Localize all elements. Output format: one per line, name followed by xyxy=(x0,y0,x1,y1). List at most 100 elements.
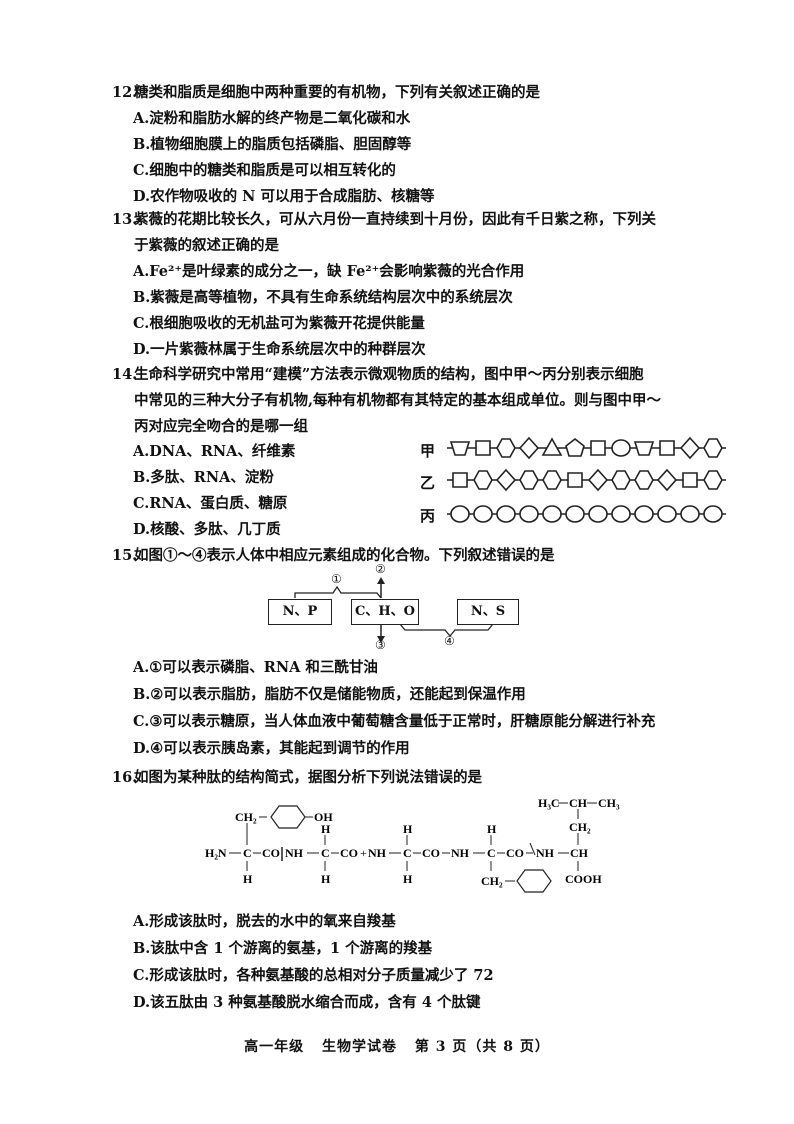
circle-icon xyxy=(496,505,516,523)
square-icon xyxy=(590,440,606,456)
hexagon-icon xyxy=(634,470,654,490)
marker-3: ③ xyxy=(375,638,386,652)
chain-label-bing: 丙 xyxy=(420,507,436,525)
hexagon-icon xyxy=(703,438,723,458)
question-stem: 14.生命科学研究中常用“建模”方法表示微观物质的结构，图中甲～丙分别表示细胞 xyxy=(112,362,732,388)
svg-text:H₃C: H₃C xyxy=(538,796,560,810)
question-number: 14. xyxy=(112,366,138,383)
question-13: 13.紫薇的花期比较长久，可从六月份一直持续到十月份，因此有千日紫之称，下列关 … xyxy=(112,207,732,259)
diamond-icon xyxy=(587,468,609,492)
question-16: 16.如图为某种肽的结构简式，据图分析下列说法错误的是 xyxy=(112,765,732,791)
hexagon-icon xyxy=(519,470,539,490)
question-text: 如图为某种肽的结构简式，据图分析下列说法错误的是 xyxy=(134,769,482,786)
question-text-cont: 丙对应完全吻合的是哪一组 xyxy=(134,418,308,435)
option-b: B.该肽中含 1 个游离的氨基，1 个游离的羧基 xyxy=(133,940,433,957)
circle-icon xyxy=(588,505,608,523)
circle-icon xyxy=(680,505,700,523)
question-text-cont: 于紫薇的叙述正确的是 xyxy=(134,237,279,254)
footer-grade: 高一年级 xyxy=(244,1039,305,1055)
question-number: 13. xyxy=(112,211,138,228)
question-number: 15. xyxy=(112,547,138,564)
element-box-np: N、P xyxy=(268,599,332,625)
circle-icon xyxy=(611,505,631,523)
trapezoid-icon xyxy=(449,441,471,456)
svg-text:CO: CO xyxy=(506,846,524,860)
circle-icon xyxy=(473,505,493,523)
option-b: B.植物细胞膜上的脂质包括磷脂、胆固醇等 xyxy=(133,136,412,153)
option-b: B.紫薇是高等植物，不具有生命系统结构层次中的系统层次 xyxy=(133,289,513,306)
svg-text:H: H xyxy=(403,822,413,836)
marker-1: ① xyxy=(331,572,342,586)
hexagon-icon xyxy=(473,470,493,490)
element-box-ns: N、S xyxy=(457,599,519,625)
option-c: C.RNA、蛋白质、糖原 xyxy=(133,495,288,512)
svg-text:CO: CO xyxy=(262,846,280,860)
svg-text:OH: OH xyxy=(314,810,333,824)
option-a: A.DNA、RNA、纤维素 xyxy=(133,443,296,460)
svg-text:C: C xyxy=(403,846,412,860)
option-c: C.根细胞吸收的无机盐可为紫薇开花提供能量 xyxy=(133,315,425,332)
hexagon-icon xyxy=(703,470,723,490)
square-icon xyxy=(659,440,675,456)
option-a: A.淀粉和脂肪水解的终产物是二氧化碳和水 xyxy=(133,110,411,127)
question-text-cont: 中常见的三种大分子有机物,每种有机物都有其特定的基本组成单位。则与图中甲～ xyxy=(134,392,662,409)
question-12: 12.糖类和脂质是细胞中两种重要的有机物，下列有关叙述正确的是 xyxy=(112,80,732,106)
circle-icon xyxy=(450,505,470,523)
question-stem: 15.如图①～④表示人体中相应元素组成的化合物。下列叙述错误的是 xyxy=(112,543,732,569)
question-number: 16. xyxy=(112,769,138,786)
svg-text:CO: CO xyxy=(422,846,440,860)
element-box-cho: C、H、O xyxy=(351,599,419,625)
monomer-chains-diagram xyxy=(447,436,726,523)
circle-icon xyxy=(634,505,654,523)
circle-icon xyxy=(565,505,585,523)
diamond-icon xyxy=(656,468,678,492)
chain-label-yi: 乙 xyxy=(420,474,436,492)
question-stem: 12.糖类和脂质是细胞中两种重要的有机物，下列有关叙述正确的是 xyxy=(112,80,732,106)
svg-text:NH: NH xyxy=(285,846,304,860)
svg-text:C: C xyxy=(243,846,252,860)
diamond-icon xyxy=(518,436,540,460)
question-text: 生命科学研究中常用“建模”方法表示微观物质的结构，图中甲～丙分别表示细胞 xyxy=(134,366,644,383)
question-text: 糖类和脂质是细胞中两种重要的有机物，下列有关叙述正确的是 xyxy=(134,84,540,101)
option-d: D.④可以表示胰岛素，其能起到调节的作用 xyxy=(133,740,410,757)
hexagon-icon xyxy=(496,438,516,458)
circle-icon xyxy=(542,505,562,523)
svg-text:CO: CO xyxy=(340,846,358,860)
element-compound-diagram: N、P C、H、O N、S ① ② ③ ④ xyxy=(255,562,525,652)
option-d: D.农作物吸收的 N 可以用于合成脂肪、核糖等 xyxy=(133,188,435,205)
option-d: D.该五肽由 3 种氨基酸脱水缩合而成，含有 4 个肽键 xyxy=(133,994,481,1011)
option-d: D.核酸、多肽、几丁质 xyxy=(133,521,281,538)
option-b: B.②可以表示脂肪，脂肪不仅是储能物质，还能起到保温作用 xyxy=(133,686,526,703)
svg-text:H: H xyxy=(321,822,331,836)
svg-text:NH: NH xyxy=(451,846,470,860)
square-icon xyxy=(452,472,468,488)
option-d: D.一片紫薇林属于生命系统层次中的种群层次 xyxy=(133,341,426,358)
svg-text:CH₂: CH₂ xyxy=(481,874,503,888)
question-14: 14.生命科学研究中常用“建模”方法表示微观物质的结构，图中甲～丙分别表示细胞 … xyxy=(112,362,732,440)
option-c: C.形成该肽时，各种氨基酸的总相对分子质量减少了 72 xyxy=(133,967,494,984)
svg-text:+: + xyxy=(360,846,367,860)
svg-text:H₂N: H₂N xyxy=(205,846,227,860)
diagram-connectors xyxy=(294,577,494,643)
svg-text:H: H xyxy=(243,872,253,886)
page-footer: 高一年级 生物学试卷 第 3 页（共 8 页） xyxy=(0,1036,794,1056)
marker-2: ② xyxy=(375,562,386,576)
triangle-icon xyxy=(541,437,563,456)
hexagon-icon xyxy=(542,470,562,490)
diamond-icon xyxy=(679,436,701,460)
diamond-icon xyxy=(495,468,517,492)
question-text: 如图①～④表示人体中相应元素组成的化合物。下列叙述错误的是 xyxy=(134,547,555,564)
svg-text:COOH: COOH xyxy=(565,872,602,886)
question-number: 12. xyxy=(112,84,138,101)
svg-text:CH: CH xyxy=(570,846,589,860)
svg-text:CH₃: CH₃ xyxy=(598,796,620,810)
trapezoid-icon xyxy=(633,441,655,456)
svg-text:C: C xyxy=(487,846,496,860)
hexagon-icon xyxy=(611,470,631,490)
option-b: B.多肽、RNA、淀粉 xyxy=(133,469,274,486)
svg-text:H: H xyxy=(403,872,413,886)
svg-text:H: H xyxy=(321,872,331,886)
marker-4: ④ xyxy=(444,634,455,648)
question-text: 紫薇的花期比较长久，可从六月份一直持续到十月份，因此有千日紫之称，下列关 xyxy=(134,211,656,228)
square-icon xyxy=(567,472,583,488)
